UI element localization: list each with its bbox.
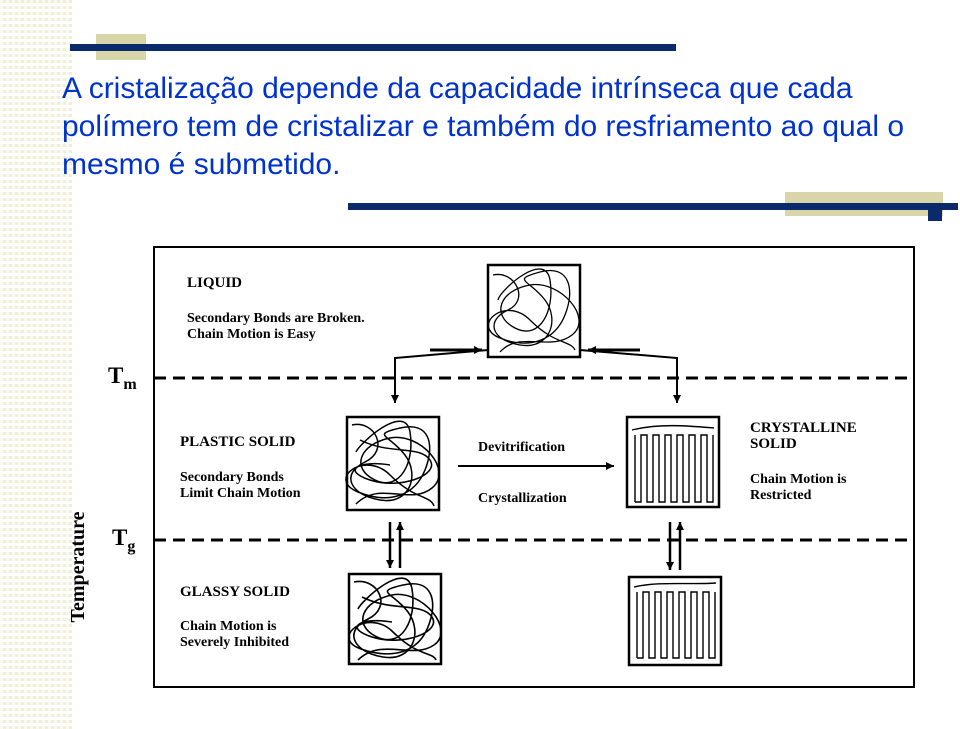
polymer-state-diagram: Temperature Tm Tg LIQUID Secondary Bonds… bbox=[67, 246, 915, 688]
glassy-desc-line-1: Chain Motion is bbox=[180, 619, 277, 634]
top-navy-bar bbox=[70, 44, 676, 51]
glassy-title: GLASSY SOLID bbox=[180, 584, 290, 600]
crystalline-desc-line-1: Chain Motion is bbox=[750, 472, 847, 487]
bottom-accent-square bbox=[928, 209, 942, 221]
crystallization-label: Crystallization bbox=[478, 491, 567, 506]
liquid-desc-line-1: Secondary Bonds are Broken. bbox=[187, 311, 365, 326]
crystalline-folded-chains bbox=[631, 424, 715, 503]
arrow-liquid-to-crystalline bbox=[579, 349, 681, 403]
plastic-title: PLASTIC SOLID bbox=[180, 434, 296, 450]
plastic-desc-line-1: Secondary Bonds bbox=[180, 470, 284, 485]
liquid-chain-tangle bbox=[487, 268, 580, 353]
devitrification-label: Devitrification bbox=[478, 440, 565, 455]
slide-title: A cristalização depende da capacidade in… bbox=[62, 72, 905, 181]
crystalline-title-line-2: SOLID bbox=[750, 436, 797, 452]
y-axis-label: Temperature bbox=[67, 511, 89, 622]
liquid-desc-line-2: Chain Motion is Easy bbox=[187, 327, 316, 342]
plastic-chain-tangle bbox=[345, 420, 440, 507]
decorative-stripe-border bbox=[0, 0, 72, 729]
tm-label: Tm bbox=[108, 363, 137, 393]
liquid-title: LIQUID bbox=[187, 275, 242, 291]
crystalline-chain-box bbox=[625, 415, 721, 509]
crystalline-desc-line-2: Restricted bbox=[750, 488, 812, 503]
crystalline-glass-folded-chains bbox=[633, 582, 717, 659]
glassy-chain-tangle bbox=[348, 577, 442, 661]
glassy-desc-line-2: Severely Inhibited bbox=[180, 635, 289, 650]
bottom-navy-bar bbox=[348, 203, 958, 210]
tg-label: Tg bbox=[112, 525, 135, 555]
arrow-liquid-to-plastic bbox=[391, 349, 489, 403]
plastic-desc-line-2: Limit Chain Motion bbox=[180, 486, 301, 501]
diagram-border bbox=[153, 246, 915, 688]
crystalline-title-line-1: CRYSTALLINE bbox=[750, 420, 857, 436]
